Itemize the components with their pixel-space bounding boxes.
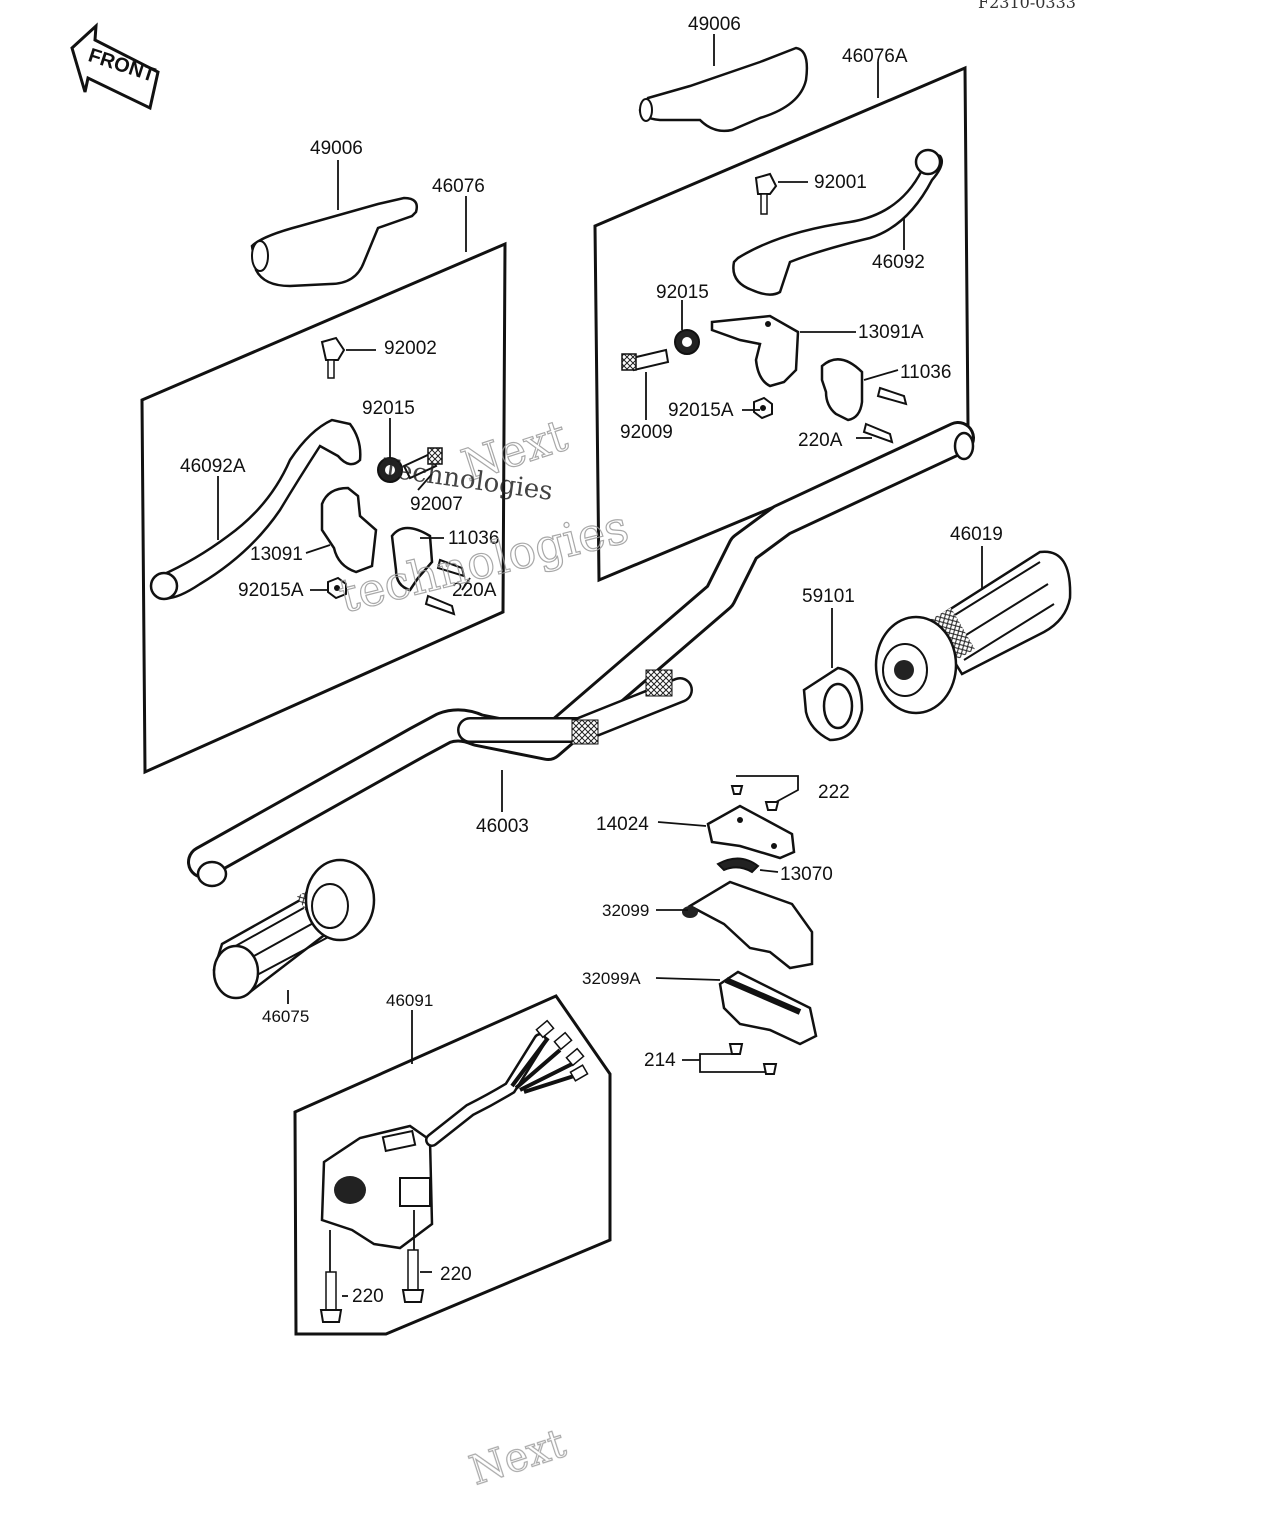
callout-92015-right: 92015 — [656, 282, 709, 303]
screw-214-a — [728, 1043, 744, 1055]
callout-220A-right: 220A — [798, 430, 843, 451]
callout-14024: 14024 — [596, 814, 649, 835]
bolt-92001 — [754, 172, 778, 215]
callout-46091: 46091 — [386, 991, 433, 1010]
callout-222: 222 — [818, 782, 850, 803]
callout-46076A: 46076A — [842, 46, 908, 67]
watermark: Next Technologies technologies Next — [333, 410, 634, 1496]
switch-wire-harness — [425, 1019, 589, 1147]
callout-46076: 46076 — [432, 176, 485, 197]
screw-220-left — [319, 1271, 343, 1323]
callout-46092A: 46092A — [180, 456, 246, 477]
left-nut — [327, 576, 347, 600]
watermark-line-3: technologies — [333, 499, 633, 623]
callout-92002: 92002 — [384, 338, 437, 359]
callout-13091A: 13091A — [858, 322, 924, 343]
left-screw-11036 — [436, 558, 466, 578]
screw-214-b — [762, 1063, 778, 1075]
callout-92009: 92009 — [620, 422, 673, 443]
housing-32099 — [682, 880, 814, 970]
callout-92001: 92001 — [814, 172, 867, 193]
bolt-92002 — [320, 336, 346, 379]
right-screw-220A — [862, 422, 894, 444]
right-lever — [732, 148, 943, 296]
throttle-guide — [802, 666, 864, 742]
right-grip — [874, 550, 1072, 715]
callout-92015-left: 92015 — [362, 398, 415, 419]
callout-220-right: 220 — [440, 1264, 472, 1285]
callout-46092: 46092 — [872, 252, 925, 273]
callout-13091: 13091 — [250, 544, 303, 565]
right-screw-11036 — [876, 386, 908, 406]
front-arrow-icon: FRONT — [70, 22, 160, 111]
left-grip-cover — [250, 196, 418, 288]
left-lever-holder — [320, 486, 378, 574]
callout-220A-left: 220A — [452, 580, 497, 601]
callout-46019: 46019 — [950, 524, 1003, 545]
screw-222-b — [764, 801, 780, 811]
cover-14024 — [706, 804, 796, 860]
callout-214: 214 — [644, 1050, 676, 1071]
right-grip-cover — [638, 46, 809, 133]
left-adjuster — [377, 447, 443, 483]
callout-220-left: 220 — [352, 1286, 384, 1307]
callout-46003: 46003 — [476, 816, 529, 837]
callout-13070: 13070 — [780, 864, 833, 885]
callout-59101: 59101 — [802, 586, 855, 607]
guide-13070 — [716, 857, 760, 874]
callout-11036-right: 11036 — [900, 362, 951, 383]
left-screw-220A — [424, 594, 456, 616]
callout-32099: 32099 — [602, 901, 649, 920]
callout-92007: 92007 — [410, 494, 463, 515]
left-grip — [212, 858, 376, 1000]
right-lever-holder — [710, 314, 800, 388]
callout-32099A: 32099A — [582, 969, 641, 988]
handlebar — [187, 421, 975, 888]
callout-46075: 46075 — [262, 1007, 309, 1026]
left-lever — [149, 418, 362, 601]
housing-32099A — [718, 970, 818, 1046]
callout-49006-right: 49006 — [688, 14, 741, 35]
right-clamp — [820, 358, 864, 422]
screw-222-a — [730, 785, 744, 795]
switch-housing — [320, 1124, 434, 1250]
screw-220-right — [401, 1249, 425, 1303]
watermark-bottom: Next — [464, 1421, 571, 1495]
callout-49006-left: 49006 — [310, 138, 363, 159]
left-lever-assembly-panel — [140, 241, 507, 775]
callout-11036-left: 11036 — [448, 528, 499, 549]
right-adjuster — [621, 329, 700, 372]
switch-assembly-panel — [293, 994, 612, 1336]
leader-lines — [217, 34, 983, 1297]
callout-92015A-left: 92015A — [238, 580, 304, 601]
right-nut — [753, 396, 773, 420]
reference-code: F2310-0333 — [978, 0, 1076, 12]
callout-92015A-right: 92015A — [668, 400, 734, 421]
left-clamp — [390, 526, 434, 592]
